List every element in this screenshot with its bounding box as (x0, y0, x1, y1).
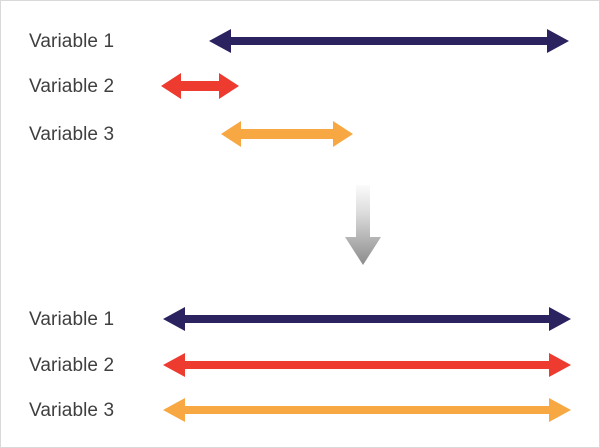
top-row-3-label: Variable 3 (29, 124, 115, 145)
top-row-3-double-arrow-icon (221, 121, 353, 147)
bottom-row-3-double-arrow-icon (163, 398, 571, 422)
bottom-row-1-label: Variable 1 (29, 309, 115, 330)
bottom-row-1-double-arrow-icon (163, 307, 571, 331)
top-row-2-double-arrow-icon (161, 73, 239, 99)
top-row-1-label: Variable 1 (29, 31, 115, 52)
down-arrow-icon (345, 185, 381, 265)
bottom-row-3-label: Variable 3 (29, 400, 115, 421)
top-row-2-label: Variable 2 (29, 76, 115, 97)
top-row-1-double-arrow-icon (209, 29, 569, 53)
bottom-row-2-double-arrow-icon (163, 353, 571, 377)
transform-arrow-container (341, 181, 385, 276)
bottom-row-2-label: Variable 2 (29, 355, 115, 376)
